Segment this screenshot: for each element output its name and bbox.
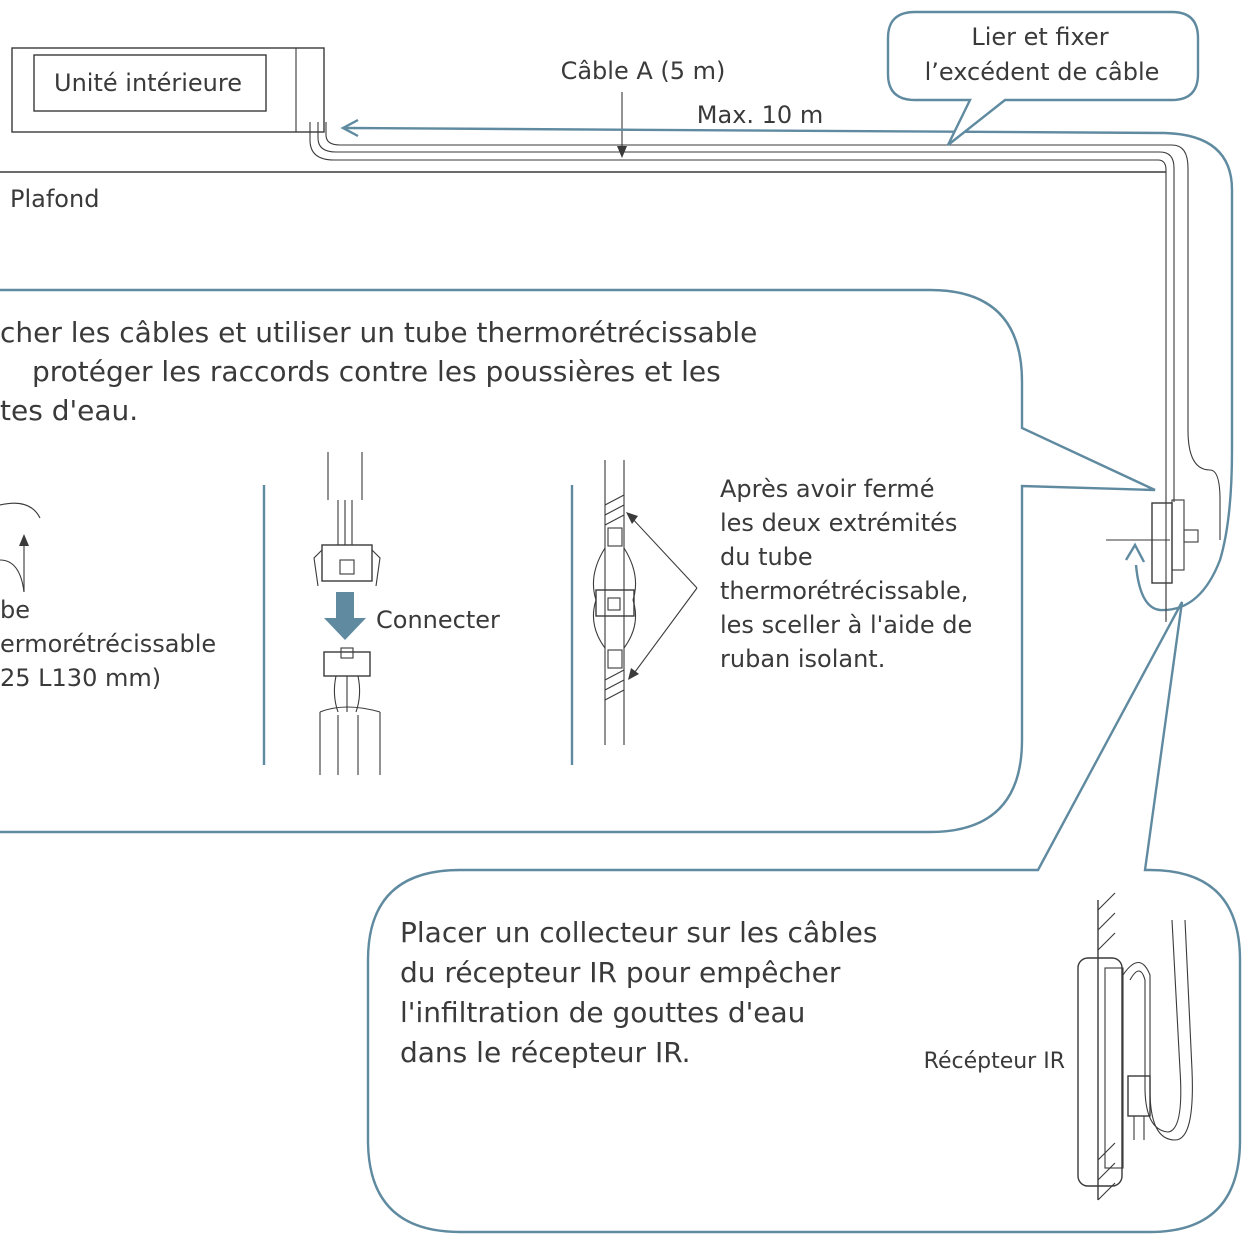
cable-route-arrow <box>344 126 1234 612</box>
tube-label-line1: be <box>0 596 30 624</box>
tube-label-line3: 25 L130 mm) <box>0 664 161 692</box>
cable-a-label: Câble A (5 m) <box>561 57 726 85</box>
ir-receiver-small <box>1106 499 1199 622</box>
indoor-unit: Unité intérieure <box>11 47 325 133</box>
seal-line6: ruban isolant. <box>720 645 885 673</box>
instruction-line3: tes d'eau. <box>0 394 138 427</box>
ir-receiver-detail <box>1077 892 1193 1201</box>
collector-line2: du récepteur IR pour empêcher <box>400 956 841 989</box>
max-length-label: Max. 10 m <box>697 101 823 129</box>
ceiling-label: Plafond <box>10 185 99 213</box>
collector-callout: Placer un collecteur sur les câbles du r… <box>366 601 1242 1234</box>
seal-line1: Après avoir fermé <box>720 475 934 503</box>
connect-label: Connecter <box>376 606 500 634</box>
heat-shrink-tube-figure <box>0 502 41 593</box>
connect-arrow <box>324 592 366 640</box>
indoor-unit-label: Unité intérieure <box>54 69 242 97</box>
instruction-line1: cher les câbles et utiliser un tube ther… <box>0 316 757 349</box>
route-arrowhead-up <box>1124 542 1146 563</box>
collector-line4: dans le récepteur IR. <box>400 1036 691 1069</box>
seal-line5: les sceller à l'aide de <box>720 611 972 639</box>
receiver-label: Récépteur IR <box>924 1049 1065 1074</box>
sealed-tube-figure <box>592 460 698 745</box>
route-arrowhead-left <box>340 118 359 138</box>
bind-excess-line2: l’excédent de câble <box>925 58 1160 86</box>
tube-label-line2: ermorétrécissable <box>0 630 216 658</box>
seal-line3: du tube <box>720 543 813 571</box>
instruction-line2: protéger les raccords contre les poussiè… <box>32 355 721 388</box>
seal-line2: les deux extrémités <box>720 509 957 537</box>
collector-line3: l'infiltration de gouttes d'eau <box>400 996 805 1029</box>
instruction-callout: cher les câbles et utiliser un tube ther… <box>0 288 1156 834</box>
seal-line4: thermorétrécissable, <box>720 577 968 605</box>
connector-figure <box>313 452 381 775</box>
cable-a <box>309 122 1221 620</box>
bind-excess-bubble: Lier et fixer l’excédent de câble <box>886 10 1200 146</box>
collector-line1: Placer un collecteur sur les câbles <box>400 916 877 949</box>
bind-excess-line1: Lier et fixer <box>971 23 1108 51</box>
